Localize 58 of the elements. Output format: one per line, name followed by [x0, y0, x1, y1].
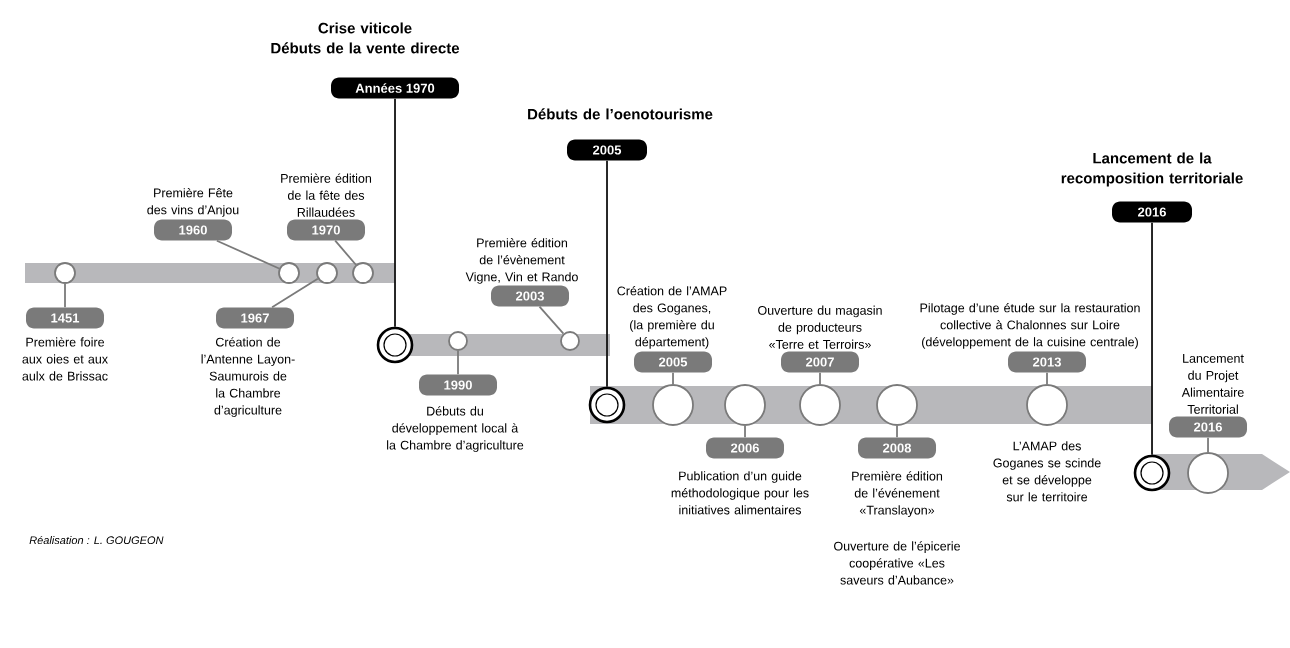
leader-line: [896, 425, 898, 439]
leader-line: [1151, 221, 1153, 456]
year-pill: Années 1970: [331, 77, 459, 99]
year-pill: 2005: [567, 139, 647, 161]
year-pill: 2013: [1008, 351, 1086, 373]
leader-line: [216, 239, 280, 270]
event-ring: [376, 326, 414, 364]
event-circle: [1026, 384, 1068, 426]
event-description: Première foire aux oies et aux aulx de Brissac: [22, 337, 108, 381]
event-circle: [724, 384, 766, 426]
event-description: Pilotage d’une étude sur la restauration collective à Chalonnes sur Loire (développement de la cuisine centrale): [920, 303, 1140, 349]
event-description: Création de l’Antenne Layon-Saumurois de la Chambre d’agriculture: [201, 337, 295, 417]
event-heading: Débuts de l’oenotourisme: [528, 108, 713, 120]
year-pill: 1451: [26, 307, 104, 329]
year-pill: 2006: [706, 437, 784, 459]
event-description: Publication d’un guide méthodologique pour les initiatives alimentaires: [671, 471, 809, 515]
leader-line: [457, 350, 459, 376]
year-pill: 2003: [491, 285, 569, 307]
event-circle: [799, 384, 841, 426]
event-ring: [588, 386, 626, 424]
event-description: L’AMAP des Goganes se scinde et se développe sur le territoire: [993, 441, 1101, 502]
year-pill: 1967: [216, 307, 294, 329]
year-pill: 2007: [781, 351, 859, 373]
event-description: Première Fête des vins d’Anjou: [147, 188, 239, 217]
event-circle: [876, 384, 918, 426]
leader-line: [394, 97, 396, 328]
leader-line: [606, 159, 608, 388]
credit-note: Réalisation : L. GOUGEON: [29, 535, 164, 545]
event-description: Première édition de l’évènement Vigne, Vin et Rando: [465, 238, 578, 284]
year-pill: 1960: [154, 219, 232, 241]
event-heading: Crise viticole Débuts de la vente directe: [271, 22, 460, 54]
leader-line: [1207, 436, 1209, 453]
leader-line: [819, 371, 821, 385]
event-description: Création de l’AMAP des Goganes, (la première du département): [617, 286, 727, 349]
year-pill: 2016: [1112, 201, 1192, 223]
event-circle: [448, 331, 468, 351]
event-circle: [1187, 452, 1229, 494]
leader-line: [1046, 371, 1048, 385]
event-description: Première édition de l’événement «Translayon»: [852, 471, 943, 517]
event-ring: [1133, 454, 1171, 492]
year-pill: 1990: [419, 374, 497, 396]
year-pill: 2016: [1169, 416, 1247, 438]
event-circle: [652, 384, 694, 426]
event-description: Ouverture du magasin de producteurs «Terre et Terroirs»: [758, 305, 882, 349]
event-heading: Lancement de la recomposition territoriale: [1061, 152, 1243, 187]
year-pill: 1970: [287, 219, 365, 241]
leader-line: [64, 283, 66, 309]
event-description: Première édition de la fête des Rillaudées: [281, 173, 371, 217]
year-pill: 2005: [634, 351, 712, 373]
event-circle: [560, 331, 580, 351]
leader-line: [672, 371, 674, 385]
year-pill: 2008: [858, 437, 936, 459]
event-description: Ouverture de l’épicerie coopérative «Les saveurs d’Aubance»: [834, 541, 960, 585]
event-description: Débuts du développement local à la Chambre d’agriculture: [387, 406, 524, 452]
leader-line: [334, 239, 357, 266]
leader-line: [744, 425, 746, 439]
leader-line: [271, 277, 319, 309]
event-description: Lancement du Projet Alimentaire Territorial: [1181, 354, 1244, 414]
